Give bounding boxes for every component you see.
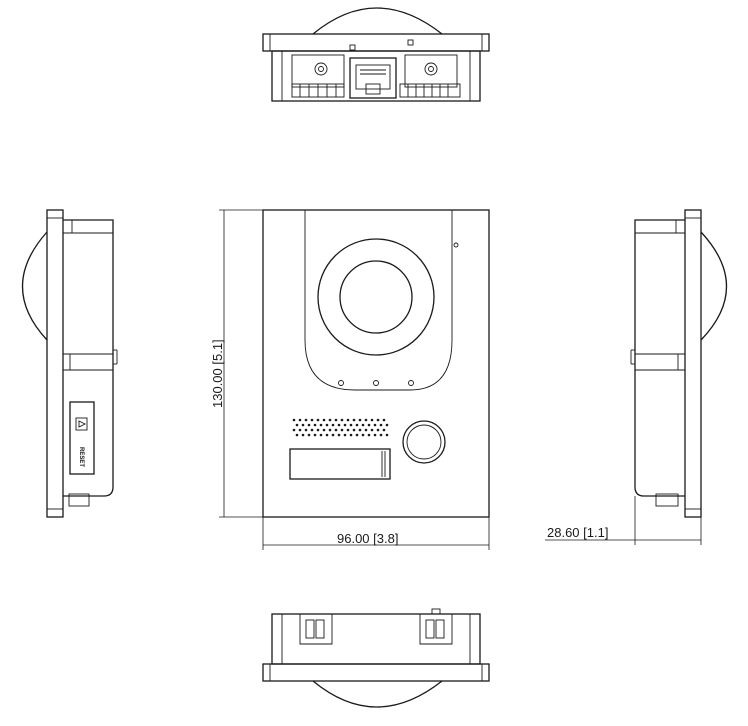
camera-lens-inner xyxy=(339,260,413,334)
grille-hole xyxy=(385,433,389,437)
speaker-grille xyxy=(292,418,389,437)
grille-hole xyxy=(376,428,380,432)
grille-hole xyxy=(301,433,305,437)
height-dimension: 130.00 [5.1] xyxy=(210,209,263,518)
grille-hole xyxy=(310,418,314,422)
grille-hole xyxy=(328,418,332,422)
top-view xyxy=(262,7,490,102)
grille-hole xyxy=(358,428,362,432)
bottom-view xyxy=(262,608,490,708)
grille-hole xyxy=(376,418,380,422)
grille-hole xyxy=(355,423,359,427)
grille-hole xyxy=(367,423,371,427)
grille-hole xyxy=(328,428,332,432)
grille-hole xyxy=(313,423,317,427)
grille-hole xyxy=(298,418,302,422)
width-dimension: 96.00 [3.8] xyxy=(262,517,490,550)
led-2 xyxy=(373,380,379,386)
front-panel-outline xyxy=(262,209,490,518)
grille-hole xyxy=(346,428,350,432)
led-1 xyxy=(338,380,344,386)
grille-hole xyxy=(340,418,344,422)
depth-label: 28.60 [1.1] xyxy=(547,525,608,540)
grille-hole xyxy=(325,433,329,437)
grille-hole xyxy=(316,418,320,422)
grille-hole xyxy=(379,433,383,437)
grille-hole xyxy=(382,428,386,432)
grille-hole xyxy=(352,418,356,422)
grille-hole xyxy=(358,418,362,422)
height-label: 130.00 [5.1] xyxy=(210,339,225,408)
grille-hole xyxy=(325,423,329,427)
grille-hole xyxy=(307,423,311,427)
grille-hole xyxy=(352,428,356,432)
grille-hole xyxy=(361,423,365,427)
grille-hole xyxy=(385,423,389,427)
call-button xyxy=(402,420,446,464)
name-plate xyxy=(289,448,391,480)
grille-hole xyxy=(292,418,296,422)
grille-hole xyxy=(316,428,320,432)
grille-hole xyxy=(310,428,314,432)
grille-hole xyxy=(373,423,377,427)
grille-hole xyxy=(367,433,371,437)
grille-hole xyxy=(298,428,302,432)
grille-hole xyxy=(343,433,347,437)
grille-hole xyxy=(364,418,368,422)
left-side-view: RESET xyxy=(21,209,118,518)
grille-hole xyxy=(307,433,311,437)
grille-hole xyxy=(337,423,341,427)
grille-hole xyxy=(382,418,386,422)
width-label: 96.00 [3.8] xyxy=(337,531,398,546)
grille-hole xyxy=(331,423,335,427)
grille-hole xyxy=(379,423,383,427)
grille-hole xyxy=(331,433,335,437)
grille-hole xyxy=(319,433,323,437)
reset-label: RESET xyxy=(78,447,84,467)
grille-hole xyxy=(313,433,317,437)
grille-hole xyxy=(370,428,374,432)
grille-hole xyxy=(319,423,323,427)
camera-lens-outer xyxy=(317,238,435,356)
grille-hole xyxy=(304,428,308,432)
front-view xyxy=(262,209,490,518)
grille-hole xyxy=(334,418,338,422)
grille-hole xyxy=(295,423,299,427)
grille-hole xyxy=(346,418,350,422)
grille-hole xyxy=(295,433,299,437)
grille-hole xyxy=(343,423,347,427)
grille-hole xyxy=(292,428,296,432)
depth-dimension: 28.60 [1.1] xyxy=(545,496,702,545)
grille-hole xyxy=(349,423,353,427)
right-side-view xyxy=(630,209,728,518)
grille-hole xyxy=(370,418,374,422)
grille-hole xyxy=(373,433,377,437)
grille-hole xyxy=(364,428,368,432)
grille-hole xyxy=(304,418,308,422)
grille-hole xyxy=(355,433,359,437)
grille-hole xyxy=(322,428,326,432)
led-3 xyxy=(408,380,414,386)
grille-hole xyxy=(337,433,341,437)
grille-hole xyxy=(349,433,353,437)
grille-hole xyxy=(322,418,326,422)
grille-hole xyxy=(334,428,338,432)
grille-hole xyxy=(361,433,365,437)
grille-hole xyxy=(340,428,344,432)
grille-hole xyxy=(301,423,305,427)
